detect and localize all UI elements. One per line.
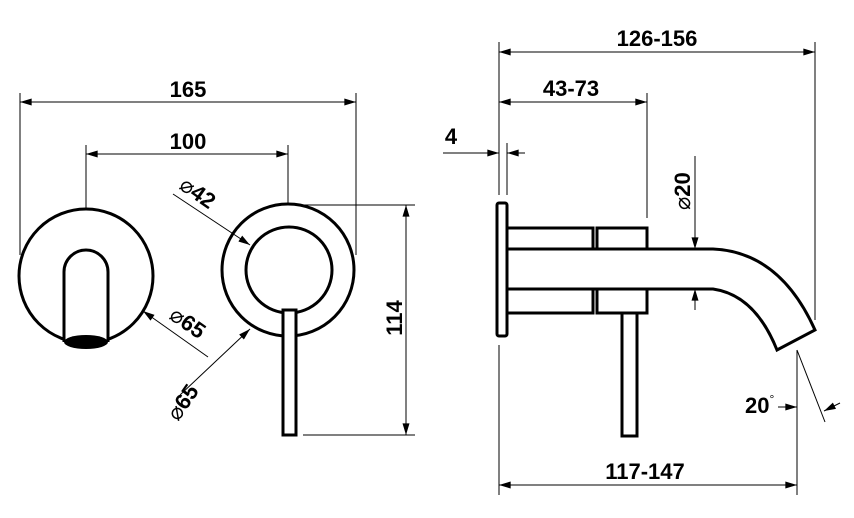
dimension-center-distance: 100	[85, 129, 289, 208]
dimension-outlet-angle: 20°	[745, 349, 841, 423]
dimension-plate-thickness: 4	[443, 124, 525, 195]
dimension-spout-reach: 117-147	[498, 345, 798, 495]
svg-text:⌀42: ⌀42	[175, 172, 220, 214]
dimension-overall-width: 165	[19, 77, 357, 255]
spout-diameter-label: 20	[670, 172, 695, 196]
wall-plate	[495, 201, 509, 338]
dimension-mixer-plate-diameter: ⌀65	[162, 328, 251, 425]
height-label: 114	[382, 299, 407, 335]
spout-outlet	[64, 335, 108, 349]
front-view: 165 100 ⌀42 ⌀65	[17, 77, 415, 437]
dimension-overall-depth: 126-156	[498, 26, 816, 320]
dimension-body-depth: 43-73	[499, 76, 648, 218]
overall-width-label: 165	[170, 77, 207, 102]
dimension-height: 114	[290, 204, 415, 436]
svg-text:⌀65: ⌀65	[165, 302, 210, 344]
svg-text:20°: 20°	[745, 392, 774, 418]
dimension-inner-diameter: ⌀42	[172, 172, 251, 246]
dimension-spout-diameter: ⌀20	[670, 156, 699, 310]
body-depth-label: 43-73	[543, 76, 599, 101]
side-view: 126-156 43-73 4 ⌀20	[443, 26, 841, 495]
mixer-handle-side	[620, 311, 639, 438]
svg-text:⌀65: ⌀65	[162, 380, 204, 425]
mixer-body-side	[495, 201, 817, 438]
outlet-angle-label: 20	[745, 393, 769, 418]
spout-plate	[17, 207, 155, 349]
svg-text:⌀20: ⌀20	[670, 172, 695, 210]
dimension-spout-plate-diameter: ⌀65	[142, 302, 210, 358]
center-distance-label: 100	[170, 129, 207, 154]
spout	[507, 247, 817, 353]
overall-depth-label: 126-156	[617, 26, 698, 51]
plate-thickness-label: 4	[445, 124, 458, 149]
mixer-plate	[220, 202, 356, 437]
mixer-handle	[281, 308, 298, 437]
spout-reach-label: 117-147	[605, 459, 685, 484]
degree-symbol: °	[769, 392, 774, 406]
